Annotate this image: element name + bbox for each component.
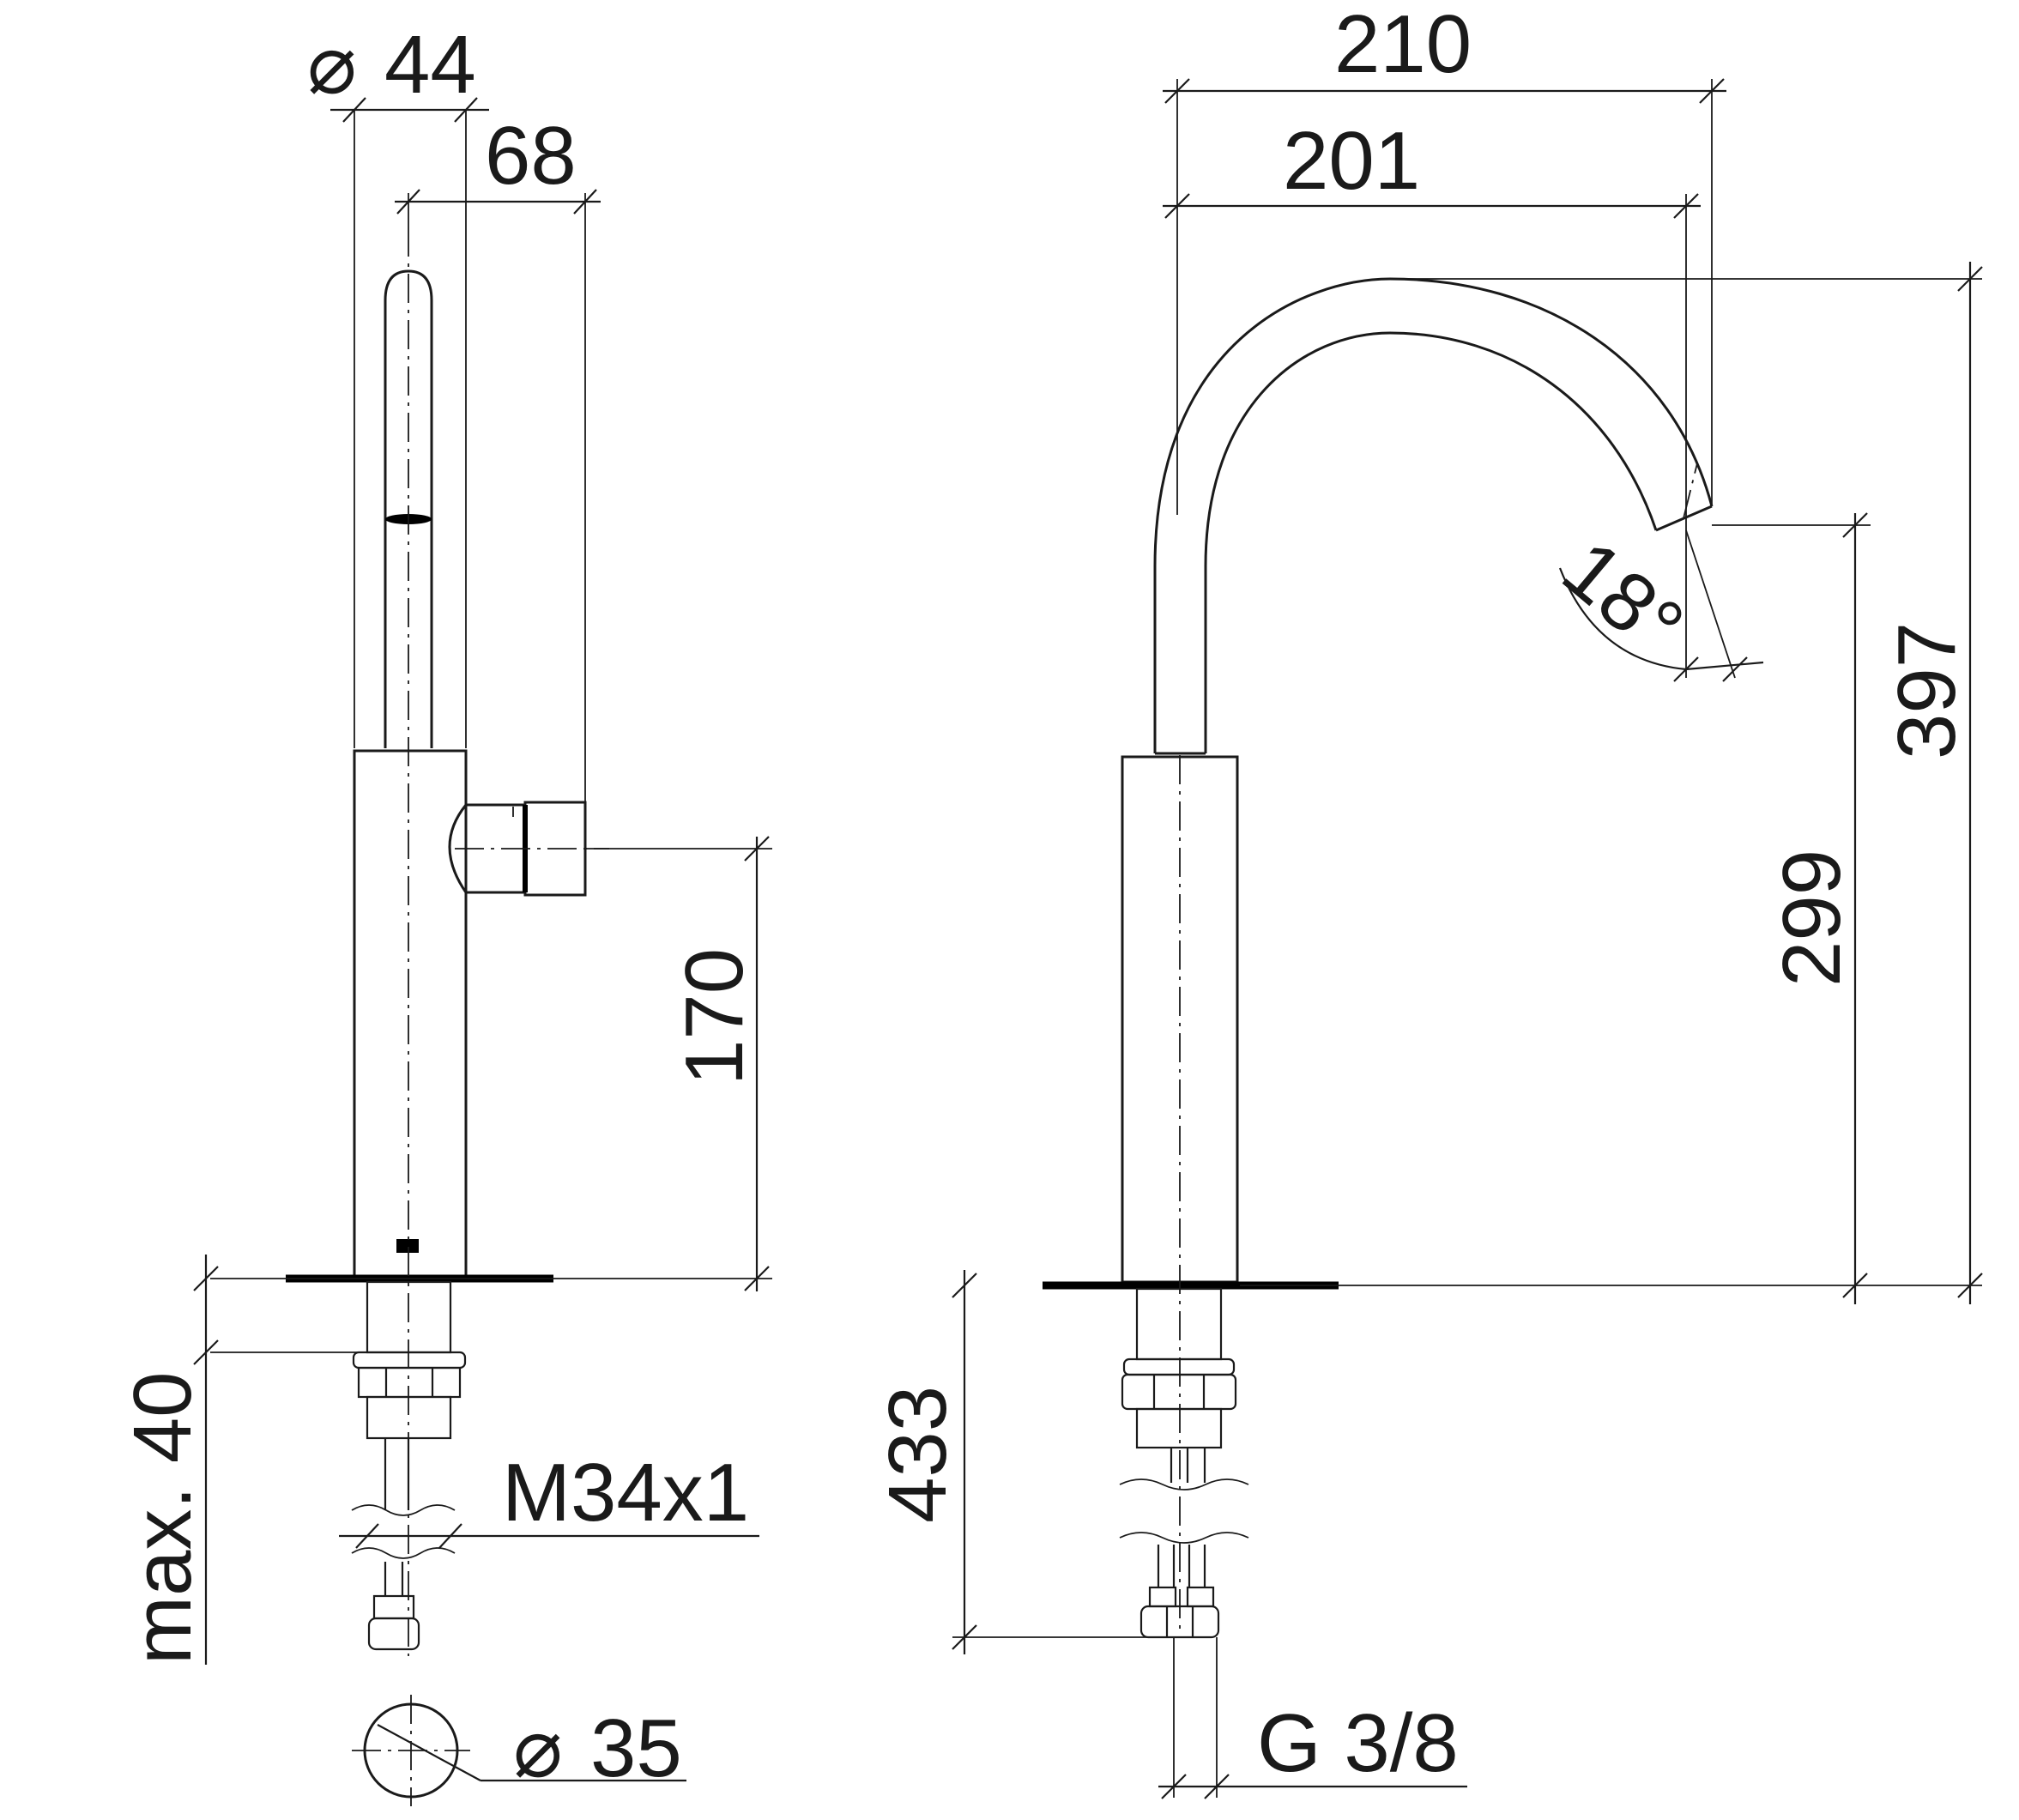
dim-max-deck: max. 40 [117,1255,367,1665]
label-outlet-height: 170 [668,948,760,1085]
dim-handle-diameter: ⌀ 44 [307,19,489,748]
label-reach-total: 210 [1334,0,1472,90]
label-angle: 18° [1546,523,1701,673]
right-view: 210 201 18° 397 [872,0,1983,1799]
dim-reach-outlet: 201 [1163,115,1701,678]
dim-angle: 18° [1546,523,1764,682]
left-view: ⌀ 44 68 170 max. 40 [117,19,772,1806]
label-max-deck: max. 40 [117,1372,209,1665]
label-hole-diameter: 35 [590,1702,682,1794]
dim-hose-length: 433 [872,1270,1150,1654]
dim-spout-height: 299 [1712,512,1871,1304]
dim-connection: G 3/8 [1158,1637,1467,1799]
dim-thread: M34x1 [339,1447,759,1549]
dim-handle-offset: 68 [395,110,601,802]
label-spout-height: 299 [1766,850,1858,987]
diameter-symbol-35: ⌀ [513,1702,563,1794]
body-marker [396,1239,419,1253]
label-total-height: 397 [1881,622,1973,759]
dim-outlet-height: 170 [210,836,772,1291]
dim-total-height: 397 [1240,262,1983,1304]
dim-reach-total: 210 [1163,0,1726,515]
diameter-symbol-44: ⌀ [307,19,357,111]
label-reach-outlet: 201 [1283,115,1420,207]
label-hose-length: 433 [872,1386,964,1523]
shank-assembly-right [1119,1287,1249,1639]
label-thread: M34x1 [502,1447,749,1539]
label-handle-diameter: 44 [384,19,476,111]
label-handle-offset: 68 [485,110,577,202]
mixer-body [353,749,468,1278]
label-connection: G 3/8 [1257,1697,1459,1789]
spout-body [1121,755,1239,1284]
shank-assembly [351,1280,467,1651]
spout [1153,277,1714,755]
dim-hole-diameter: ⌀ 35 [352,1695,686,1806]
